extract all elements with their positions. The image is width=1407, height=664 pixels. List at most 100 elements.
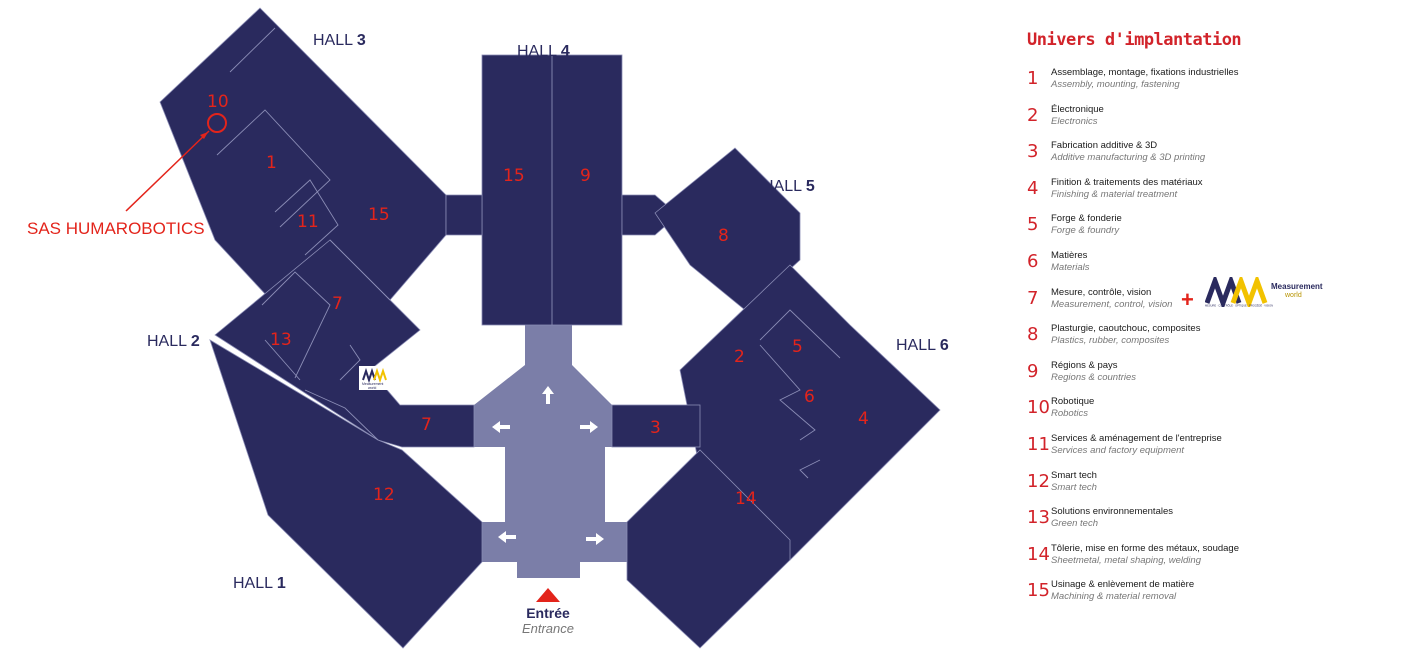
exhibitor-marker-icon bbox=[207, 113, 227, 133]
legend-item-label: Régions & pays bbox=[1051, 359, 1118, 371]
legend-item-number: 14 bbox=[1027, 543, 1050, 565]
arrow-up-icon bbox=[542, 386, 554, 404]
legend-item-number: 1 bbox=[1027, 68, 1039, 89]
zone-label: 2 bbox=[734, 347, 745, 367]
svg-text:MESURE · CONTRÔLE · OPTIQUE ·: MESURE · CONTRÔLE · OPTIQUE · PROCÉDÉ · … bbox=[1205, 302, 1273, 307]
zone-numbers: 10 1 11 15 7 13 7 12 15 9 8 2 5 6 4 3 14 bbox=[207, 92, 869, 509]
zone-label: 4 bbox=[858, 409, 869, 429]
legend-item-number: 4 bbox=[1027, 177, 1039, 199]
plus-icon: + bbox=[1181, 286, 1194, 312]
legend-item-label: Forge & fonderie bbox=[1051, 213, 1122, 225]
legend-item-label-en: Materials bbox=[1051, 261, 1090, 273]
zone-label: 8 bbox=[718, 226, 729, 246]
zone-label: 7 bbox=[332, 294, 343, 314]
corridor-entrance bbox=[517, 560, 580, 578]
corridor-hub bbox=[474, 325, 612, 447]
zone-label: 7 bbox=[421, 415, 432, 435]
legend-item-label: Smart tech bbox=[1051, 469, 1097, 481]
hall-4-label: HALL 4 bbox=[517, 43, 570, 60]
arrow-left-icon bbox=[492, 421, 510, 433]
legend-item-label: Mesure, contrôle, vision bbox=[1051, 286, 1152, 298]
legend-item-label: Fabrication additive & 3D bbox=[1051, 140, 1158, 152]
legend-item-label: Solutions environnementales bbox=[1051, 506, 1173, 518]
exhibitor-name: SAS HUMAROBOTICS bbox=[27, 219, 205, 238]
zone-label: 15 bbox=[503, 166, 525, 186]
zone-label: 13 bbox=[270, 330, 292, 350]
legend-item-label-en: Sheetmetal, metal shaping, welding bbox=[1051, 554, 1201, 566]
legend-item-number: 7 bbox=[1027, 287, 1039, 309]
zone-label: 3 bbox=[650, 418, 661, 438]
corridors bbox=[474, 325, 627, 578]
legend-item-label-en: Green tech bbox=[1051, 518, 1098, 530]
svg-text:Measurement: Measurement bbox=[1271, 282, 1323, 291]
arrow-right-icon bbox=[586, 533, 604, 545]
legend-title: Univers d'implantation bbox=[1027, 30, 1242, 50]
direction-arrows bbox=[492, 386, 604, 545]
legend-item-number: 15 bbox=[1027, 580, 1050, 602]
legend-item-label: Services & aménagement de l'entreprise bbox=[1051, 432, 1222, 444]
legend-item-label: Usinage & enlèvement de matière bbox=[1051, 579, 1195, 591]
zone-label: 10 bbox=[207, 92, 229, 112]
entrance: Entrée Entrance bbox=[522, 588, 574, 636]
legend-item-label-en: Smart tech bbox=[1051, 481, 1097, 493]
entrance-triangle-icon bbox=[536, 588, 560, 602]
legend-item-number: 2 bbox=[1027, 104, 1039, 126]
legend-item-number: 11 bbox=[1027, 433, 1050, 455]
legend-item-label: Robotique bbox=[1051, 396, 1095, 408]
legend-item-label-en: Assembly, mounting, fastening bbox=[1051, 79, 1180, 90]
hall-5-block bbox=[654, 147, 801, 311]
legend-item-label: Finition & traitements des matériaux bbox=[1051, 176, 1203, 188]
legend-item-number: 8 bbox=[1027, 324, 1039, 346]
hall-6-label: HALL 6 bbox=[896, 337, 949, 354]
legend-item-label-en: Measurement, control, vision bbox=[1051, 298, 1173, 310]
legend-item-label: Plasturgie, caoutchouc, composites bbox=[1051, 323, 1201, 335]
svg-text:world: world bbox=[1284, 292, 1302, 299]
legend-item-label-en: Machining & material removal bbox=[1051, 591, 1177, 603]
legend-item-label: Tôlerie, mise en forme des métaux, souda… bbox=[1051, 542, 1239, 554]
entrance-label-en: Entrance bbox=[522, 621, 574, 636]
hall-6-link bbox=[611, 404, 701, 448]
zone-label: 12 bbox=[373, 485, 395, 505]
legend-item-number: 13 bbox=[1027, 507, 1050, 529]
legend-item-label: Matières bbox=[1051, 249, 1088, 261]
legend-item-number: 5 bbox=[1027, 214, 1039, 236]
exhibitor-callout: SAS HUMAROBOTICS bbox=[27, 113, 227, 238]
svg-text:Measurement: Measurement bbox=[362, 382, 383, 386]
floor-plan-map: HALL 3 HALL 4 HALL 5 HALL 2 HALL 6 HALL … bbox=[27, 7, 949, 649]
hall-6-south bbox=[626, 449, 791, 649]
legend-item-label-en: Forge & foundry bbox=[1051, 225, 1120, 237]
corridor-entrance-bar bbox=[482, 522, 627, 562]
connector-3-4 bbox=[445, 194, 483, 236]
legend-item-label-en: Finishing & material treatment bbox=[1051, 188, 1178, 200]
legend-item-number: 9 bbox=[1027, 360, 1039, 382]
legend-item-label-en: Additive manufacturing & 3D printing bbox=[1051, 152, 1206, 164]
legend-item-number: 6 bbox=[1027, 250, 1039, 272]
zone-label: 9 bbox=[580, 166, 591, 186]
entrance-label: Entrée bbox=[526, 605, 570, 621]
zone-label: 5 bbox=[792, 337, 803, 357]
zone-label: 6 bbox=[804, 387, 815, 407]
arrow-right-icon bbox=[580, 421, 598, 433]
zone-label: 11 bbox=[297, 212, 319, 232]
hall-2-label: HALL 2 bbox=[147, 333, 200, 350]
legend-item-label-en: Robotics bbox=[1051, 408, 1088, 420]
hall-1-label: HALL 1 bbox=[233, 575, 286, 592]
svg-text:world: world bbox=[368, 386, 376, 390]
legend-item-label: Électronique bbox=[1051, 103, 1104, 115]
zone-label: 15 bbox=[368, 205, 390, 225]
legend-item-number: 3 bbox=[1027, 141, 1039, 163]
